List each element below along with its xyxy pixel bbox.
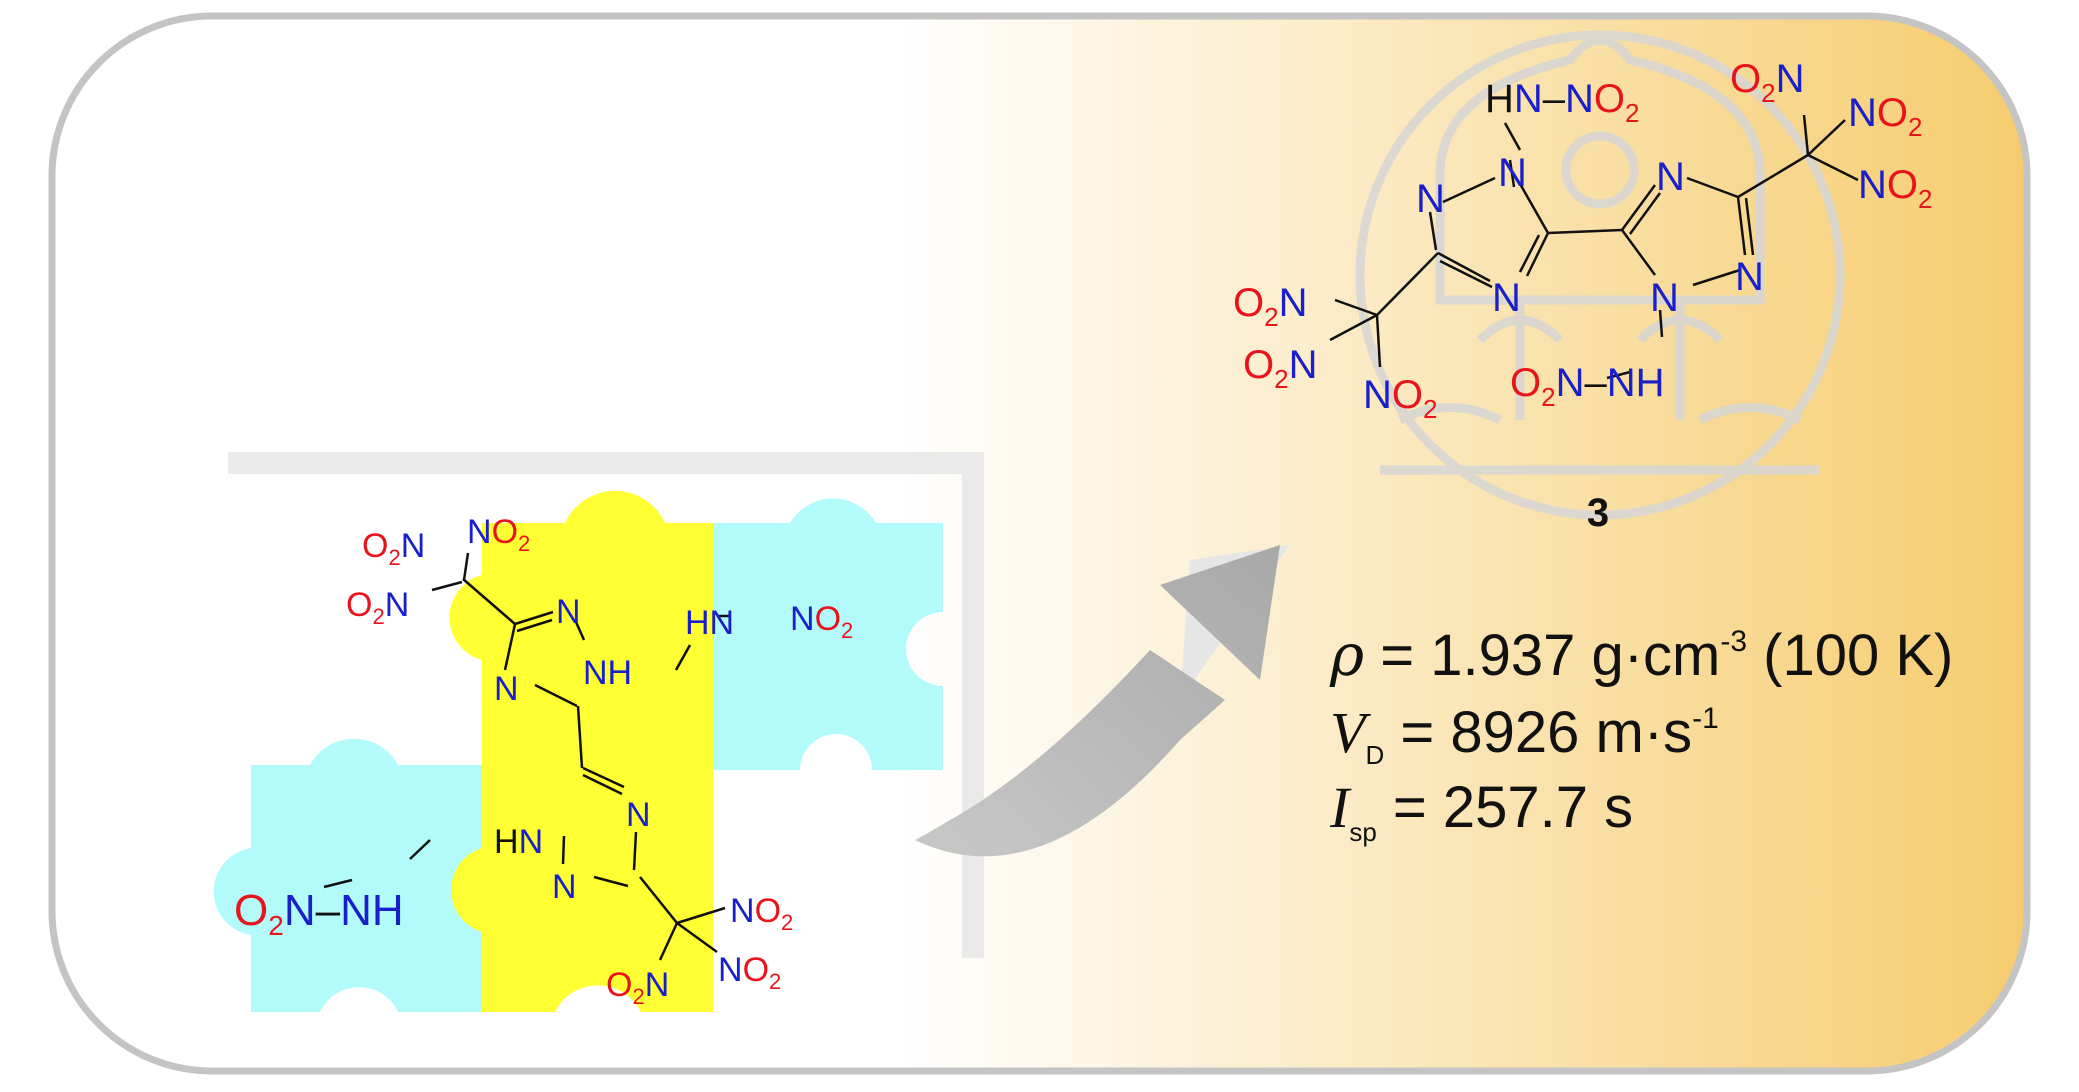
ring-l-n3: N	[1492, 276, 1521, 320]
o2n-bot: O2N	[606, 966, 669, 1009]
o2n-top-right: O2N	[1730, 57, 1804, 108]
no2-top: NO2	[467, 513, 530, 556]
puzzle-piece-cyan-top	[713, 498, 943, 770]
o2n-top-a: O2N	[362, 527, 425, 570]
ring1-n-left: N	[494, 670, 519, 708]
left-atom-labels: O2N NO2 O2N N NH N HN NO2 N HN N O2N–NH …	[234, 513, 853, 1009]
left-molecule: O2N NO2 O2N N NH N HN NO2 N HN N O2N–NH …	[234, 513, 853, 1009]
ring-r-n2: N	[1735, 255, 1764, 299]
ring-l-n2: N	[1416, 177, 1445, 221]
o2n-left-1: O2N	[1233, 281, 1307, 332]
rocket-watermark	[1355, 30, 1845, 520]
hn-no2-top: HN–NO2	[1485, 77, 1640, 128]
ring2-hn: HN	[494, 823, 543, 861]
right-bonds	[1329, 114, 1859, 380]
puzzle-piece-cyan-bottom	[213, 738, 482, 1012]
ring1-nh: NH	[583, 654, 632, 692]
o2n-nh-bottom: O2N–NH	[1510, 361, 1665, 412]
o2n-nh: O2N–NH	[234, 886, 404, 941]
no2-bot-b: NO2	[718, 951, 781, 994]
ring2-n-right: N	[626, 796, 651, 834]
hn-label: HN	[685, 604, 734, 642]
no2-bot-a: NO2	[730, 892, 793, 935]
impulse-line: Isp = 257.7 s	[1329, 775, 1633, 847]
properties-block: ρ = 1.937 g·cm-3 (100 K) VD = 8926 m·s-1…	[1329, 621, 1953, 847]
velocity-line: VD = 8926 m·s-1	[1330, 700, 1719, 770]
no2-left-3: NO2	[1363, 373, 1437, 424]
hn-no2: NO2	[790, 600, 853, 643]
no2-right-2: NO2	[1858, 163, 1932, 214]
arrow-body	[915, 545, 1280, 857]
ring-r-n3: N	[1650, 276, 1679, 320]
left-bonds	[323, 552, 731, 961]
transition-arrow	[915, 545, 1290, 857]
gray-bracket	[228, 452, 984, 958]
ring-l-n1: N	[1498, 151, 1527, 195]
no2-right-1: NO2	[1848, 91, 1922, 142]
ring1-n-top: N	[556, 593, 581, 631]
right-atom-labels: HN–NO2 O2N NO2 NO2 N N N N N N O2N O2N N…	[1233, 57, 1932, 424]
o2n-left-2: O2N	[1243, 343, 1317, 394]
ring-r-n1: N	[1656, 155, 1685, 199]
right-molecule: HN–NO2 O2N NO2 NO2 N N N N N N O2N O2N N…	[1233, 57, 1932, 535]
density-line: ρ = 1.937 g·cm-3 (100 K)	[1329, 621, 1953, 689]
ring2-n-bottom: N	[552, 868, 577, 906]
o2n-top-b: O2N	[346, 586, 409, 629]
compound-number: 3	[1587, 491, 1609, 535]
